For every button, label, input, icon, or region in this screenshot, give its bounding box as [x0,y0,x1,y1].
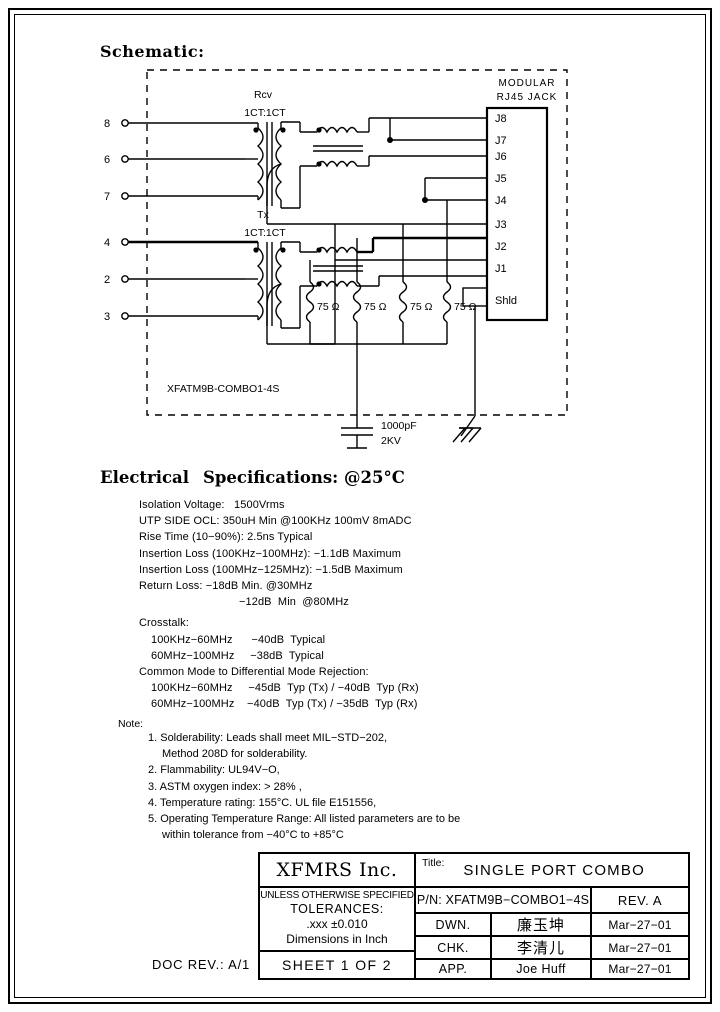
page-border-inner [14,14,706,998]
schematic-part-number: XFATM9B-COMBO1-4S [167,383,279,395]
jack-label-line2: RJ45 JACK [497,92,558,103]
drawing-title-cell: Title: SINGLE PORT COMBO [416,854,688,888]
pin-label-6: 3 [104,311,110,323]
part-number-row: P/N: XFATM9B−COMBO1−4S REV. A [416,888,688,914]
resistor-label-2: 75 Ω [364,301,387,313]
role-chk: CHK. [416,937,492,958]
signature-chk: 李清儿 [492,937,592,958]
doc-revision: DOC REV.: A/1 [152,957,251,972]
rcv-transformer: Rcv 1CT:1CT [244,89,425,225]
chassis-ground-symbol [452,415,482,443]
resistor-label-4: 75 Ω [454,301,477,313]
spec-return-loss-2: −12dB Min @80MHz [239,596,349,609]
termination-resistors: 75 Ω 75 Ω 75 Ω 75 Ω [305,200,477,345]
notes-list: 1. Solderability: Leads shall meet MIL−S… [148,730,628,843]
tx-transformer: Tx 1CT:1CT [244,209,487,345]
title-block: XFMRS Inc. Title: SINGLE PORT COMBO UNLE… [258,852,690,980]
spec-isolation-voltage: Isolation Voltage: 1500Vrms [139,499,285,511]
jack-pin-j8: J8 [495,113,507,125]
signature-app: Joe Huff [492,960,592,978]
note-5: 5. Operating Temperature Range: All list… [148,813,461,826]
spec-crosstalk-row-2: 60MHz−100MHz −38dB Typical [151,649,324,662]
signature-dwn: 廉玉坤 [492,914,592,935]
junction-dot [422,197,428,203]
role-dwn: DWN. [416,914,492,935]
electrical-word: Electrical [100,468,189,487]
spec-crosstalk-label: Crosstalk: [139,617,189,630]
rcv-ratio: 1CT:1CT [244,107,286,119]
revision-value: REV. A [617,892,663,908]
spec-utp-ocl: UTP SIDE OCL: 350uH Min @100KHz 100mV 8m… [139,515,412,528]
jack-pin-j5: J5 [495,173,507,185]
role-app: APP. [416,960,492,978]
spec-cmr-row-1: 100KHz−60MHz −45dB Typ (Tx) / −40dB Typ … [151,682,419,695]
spec-cmr-row-2: 60MHz−100MHz −40dB Typ (Tx) / −35dB Typ … [151,698,418,711]
tolerance-line-2: TOLERANCES: [290,902,384,916]
pin-label-3: 7 [104,191,110,203]
specifications-word: Specifications: @25°C [202,468,405,487]
note-1-continued: Method 208D for solderability. [162,748,308,761]
tolerance-line-1: UNLESS OTHERWISE SPECIFIED [260,890,414,901]
electrical-specs-heading: Electrical Specifications: @25°C [100,468,405,487]
junction-dot [387,137,393,143]
note-1: 1. Solderability: Leads shall meet MIL−S… [148,732,388,744]
table-row: DWN. 廉玉坤 Mar−27−01 [416,914,688,937]
tx-name: Tx [257,209,269,221]
schematic-heading: Schematic: [100,42,205,61]
note-3: 3. ASTM oxygen index: > 28% , [148,780,302,793]
jack-pin-j3: J3 [495,219,507,231]
capacitor-voltage: 2KV [381,435,401,447]
jack-routing [334,117,487,344]
spec-insertion-loss-2: Insertion Loss (100MHz−125MHz): −1.5dB M… [139,563,403,576]
note-2: 2. Flammability: UL94V−O, [148,764,280,777]
pin-label-1: 8 [104,118,110,130]
electrical-specs-list: Isolation Voltage: 1500Vrms UTP SIDE OCL… [139,497,609,713]
spec-rise-time: Rise Time (10−90%): 2.5ns Typical [139,531,313,544]
bob-smith-capacitor: 1000pF 2KV [341,344,417,449]
spec-crosstalk-row-1: 100KHz−60MHz −40dB Typical [151,633,326,646]
table-row: CHK. 李清儿 Mar−27−01 [416,937,688,960]
resistor-label-1: 75 Ω [317,301,340,313]
jack-pin-j4: J4 [495,195,507,207]
left-pin-group: 8 6 7 4 2 3 [104,118,258,323]
spec-return-loss-1: Return Loss: −18dB Min. @30MHz [139,580,313,593]
schematic-drawing: 8 6 7 4 2 3 Rcv 1CT:1CT [104,69,568,449]
rcv-name: Rcv [254,89,273,101]
note-5-continued: within tolerance from −40°C to +85°C [162,829,344,842]
tolerance-line-4: Dimensions in Inch [286,932,388,946]
note-4: 4. Temperature rating: 155°C. UL file E1… [148,796,377,809]
jack-body [485,106,549,322]
notes-label: Note: [118,718,144,730]
spec-cmr-label: Common Mode to Differential Mode Rejecti… [139,666,369,679]
title-label: Title: [422,857,445,869]
rj45-jack: MODULAR RJ45 JACK J8 J7 J6 J5 J4 J3 J2 J… [452,78,558,443]
resistor-label-3: 75 Ω [410,301,433,313]
capacitor-value: 1000pF [381,420,417,432]
pin-label-4: 4 [104,237,110,249]
spec-insertion-loss-1: Insertion Loss (100KHz−100MHz): −1.1dB M… [139,547,401,560]
tolerances-column: UNLESS OTHERWISE SPECIFIED TOLERANCES: .… [260,888,416,978]
jack-pin-j2: J2 [495,241,507,253]
jack-shield-label: Shld [495,295,517,307]
title-value: SINGLE PORT COMBO [463,861,645,879]
page-border-outer [8,8,712,1004]
jack-pin-j7: J7 [495,135,507,147]
pin-label-2: 6 [104,154,110,166]
jack-label-line1: MODULAR [498,78,555,89]
date-dwn: Mar−27−01 [608,917,672,932]
sheet-number: SHEET 1 OF 2 [282,957,392,973]
date-app: Mar−27−01 [608,962,672,976]
revision-column: P/N: XFATM9B−COMBO1−4S REV. A DWN. 廉玉坤 M… [416,888,688,978]
part-number-value: P/N: XFATM9B−COMBO1−4S [416,888,592,912]
tolerances-cell: UNLESS OTHERWISE SPECIFIED TOLERANCES: .… [260,888,414,952]
jack-pin-j1: J1 [495,263,507,275]
table-row: APP. Joe Huff Mar−27−01 [416,960,688,978]
company-logo: XFMRS Inc. [260,854,416,888]
tx-ratio: 1CT:1CT [244,227,286,239]
date-chk: Mar−27−01 [608,940,672,955]
jack-pin-j6: J6 [495,151,507,163]
pin-label-5: 2 [104,274,110,286]
tolerance-line-3: .xxx ±0.010 [306,917,368,931]
